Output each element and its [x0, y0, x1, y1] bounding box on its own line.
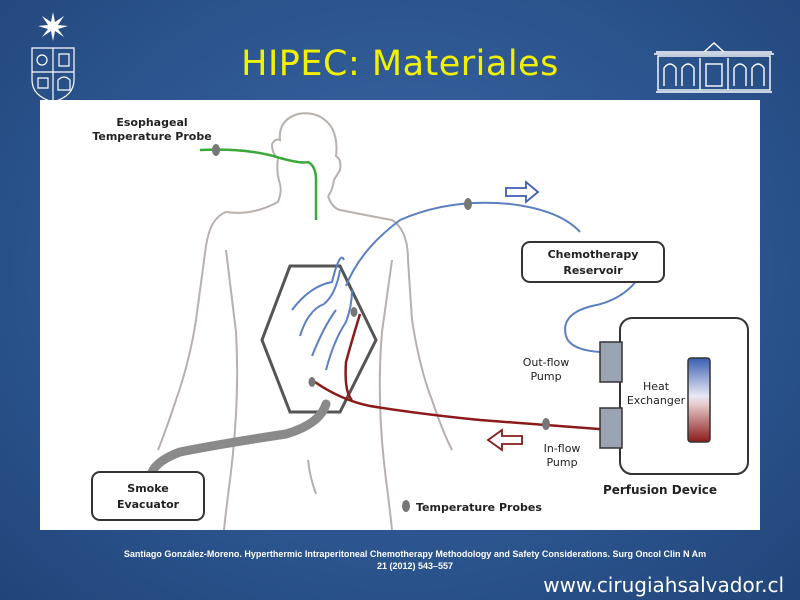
esophageal-label-line1: Esophageal	[116, 116, 187, 129]
reservoir-label-line2: Reservoir	[563, 264, 623, 277]
heat-exchanger-cylinder	[687, 357, 711, 443]
citation-line1: Santiago González-Moreno. Hyperthermic I…	[123, 549, 707, 559]
abdominal-cavity-hexagon	[260, 264, 378, 414]
outflow-pump-label-line1: Out-flow	[523, 356, 570, 369]
perfusion-device-label: Perfusion Device	[603, 483, 717, 497]
outflow-pump-block	[599, 341, 623, 383]
reservoir-label-line1: Chemotherapy	[548, 248, 639, 261]
outflow-pump-label-line2: Pump	[530, 370, 561, 383]
chemotherapy-reservoir-box	[521, 241, 665, 283]
inflow-pump-block	[599, 407, 623, 449]
inflow-line-temp-probe	[542, 418, 550, 430]
citation-line2: 21 (2012) 543–557	[376, 561, 454, 571]
temperature-probe-legend-icon	[402, 500, 410, 512]
hipec-diagram-panel: Chemotherapy Reservoir Esophageal Temper…	[40, 100, 760, 530]
building-arches-icon	[663, 58, 765, 90]
abdomen-temp-probe-1	[350, 307, 358, 317]
outflow-catheters	[291, 201, 641, 371]
heat-exchanger-label-line2: Exchanger	[627, 394, 686, 407]
esophageal-probe-marker	[212, 144, 220, 156]
abdomen-temp-probe-2	[308, 377, 316, 387]
human-body-outline	[157, 112, 453, 530]
temperature-probes-legend-label: Temperature Probes	[416, 501, 542, 514]
heat-exchanger-label-line1: Heat	[643, 380, 670, 393]
esophageal-label-line2: Temperature Probe	[92, 130, 211, 143]
outflow-direction-arrow	[505, 180, 540, 204]
smoke-evacuator-tube	[147, 399, 331, 477]
star-emblem-icon	[38, 12, 68, 41]
hipec-circuit-diagram: Chemotherapy Reservoir Esophageal Temper…	[91, 112, 749, 530]
inflow-pump-label-line1: In-flow	[544, 442, 581, 455]
inflow-direction-arrow	[486, 428, 523, 452]
website-url: www.cirugiahsalvador.cl	[543, 573, 784, 597]
outflow-line-temp-probe	[464, 198, 472, 210]
smoke-evacuator-label-line1: Smoke	[127, 482, 168, 495]
citation: Santiago González-Moreno. Hyperthermic I…	[70, 548, 760, 572]
slide-title: HIPEC: Materiales	[241, 44, 559, 84]
perfusion-device-box	[619, 317, 749, 475]
smoke-evacuator-box	[91, 471, 205, 521]
smoke-evacuator-label-line2: Evacuator	[117, 498, 180, 511]
hospital-building-logo	[654, 42, 774, 93]
esophageal-probe-line	[199, 148, 318, 220]
inflow-pump-label-line2: Pump	[546, 456, 577, 469]
